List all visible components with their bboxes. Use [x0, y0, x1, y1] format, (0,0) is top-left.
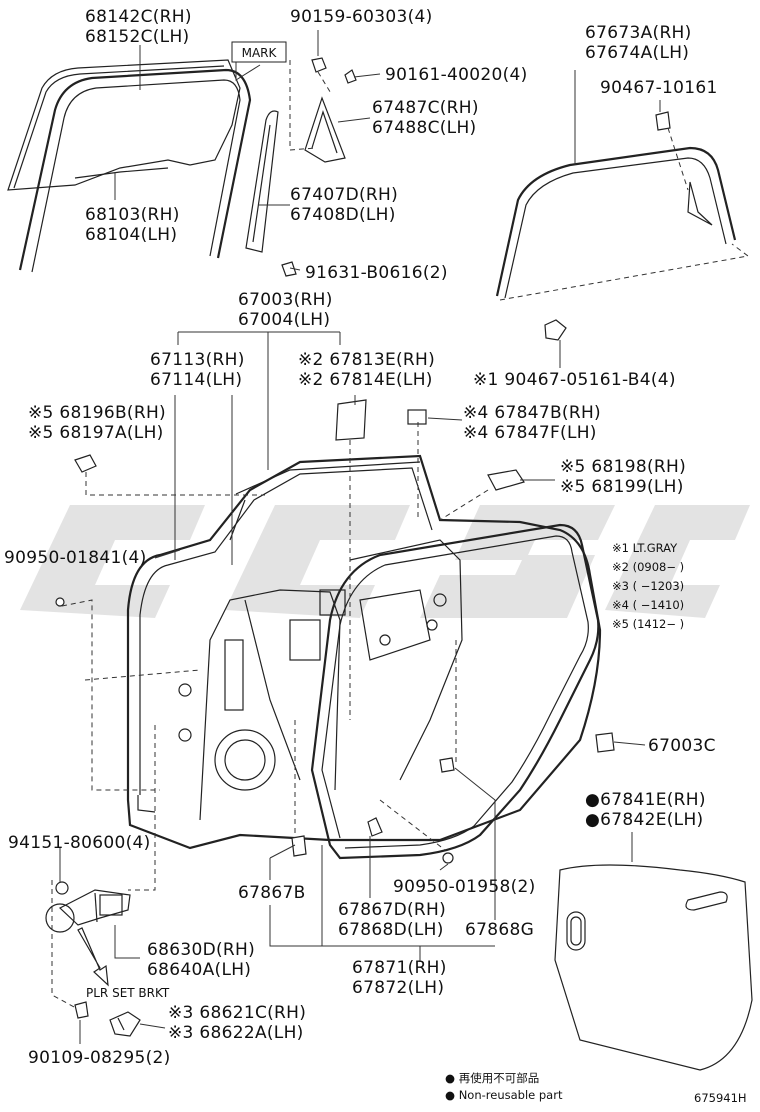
note-4: ※4 ( −1410)	[612, 598, 684, 612]
label-68640a: 68640A(LH)	[147, 960, 251, 980]
note-1: ※1 LT.GRAY	[612, 541, 678, 555]
label-90467-10161: 90467-10161	[600, 78, 718, 98]
mark-label: MARK	[242, 46, 278, 60]
label-67868g: 67868G	[465, 920, 534, 940]
rear-channel	[245, 110, 279, 253]
label-68199: ※5 68199(LH)	[560, 477, 684, 497]
label-67841e: ●67841E(RH)	[585, 790, 706, 810]
label-67003: 67003(RH)	[238, 290, 333, 310]
label-67872: 67872(LH)	[352, 978, 444, 998]
label-68198: ※5 68198(RH)	[560, 457, 686, 477]
reference-lines	[51, 60, 750, 1009]
label-67867b: 67867B	[238, 883, 306, 903]
label-68621c: ※3 68621C(RH)	[168, 1003, 306, 1023]
note-2: ※2 (0908− )	[612, 560, 684, 574]
label-67113: 67113(RH)	[150, 350, 245, 370]
label-67847f: ※4 67847F(LH)	[463, 423, 597, 443]
fasteners	[55, 57, 671, 1019]
label-plr-set-brkt: PLR SET BRKT	[86, 986, 170, 1000]
label-91631: 91631-B0616(2)	[305, 263, 448, 283]
label-67847b: ※4 67847B(RH)	[463, 403, 601, 423]
door-weatherstrip	[310, 523, 600, 860]
label-68142c: 68142C(RH)	[85, 7, 192, 27]
label-67407d: 67407D(RH)	[290, 185, 398, 205]
legend-line-2: ● Non-reusable part	[445, 1088, 563, 1102]
label-67842e: ●67842E(LH)	[585, 810, 703, 830]
label-67003c: 67003C	[648, 736, 716, 756]
label-67813e: ※2 67813E(RH)	[298, 350, 435, 370]
corner-piece	[304, 96, 346, 163]
label-90159: 90159-60303(4)	[290, 7, 433, 27]
label-90467-05161: ※1 90467-05161-B4(4)	[473, 370, 676, 390]
door-glass	[7, 59, 241, 191]
label-68197a: ※5 68197A(LH)	[28, 423, 164, 443]
glass-run-channel	[18, 68, 252, 273]
label-67871: 67871(RH)	[352, 958, 447, 978]
plr-set-arrow	[77, 927, 109, 987]
legend-line-1: ● 再使用不可部品	[445, 1071, 539, 1085]
label-67867d: 67867D(RH)	[338, 900, 446, 920]
label-94151: 94151-80600(4)	[8, 833, 151, 853]
silencer-pad	[554, 864, 753, 1071]
label-90109: 90109-08295(2)	[28, 1048, 171, 1068]
label-67488c: 67488C(LH)	[372, 118, 476, 138]
label-68152c: 68152C(LH)	[85, 27, 189, 47]
label-67673a: 67673A(RH)	[585, 23, 692, 43]
label-68630d: 68630D(RH)	[147, 940, 255, 960]
leader-lines	[59, 30, 661, 1044]
label-67487c: 67487C(RH)	[372, 98, 479, 118]
door-check	[45, 889, 131, 933]
note-3: ※3 ( −1203)	[612, 579, 684, 593]
label-67004: 67004(LH)	[238, 310, 330, 330]
upper-weatherstrip	[495, 146, 737, 299]
mark-box	[231, 41, 287, 63]
label-67674a: 67674A(LH)	[585, 43, 689, 63]
label-68103: 68103(RH)	[85, 205, 180, 225]
label-67814e: ※2 67814E(LH)	[298, 370, 433, 390]
figure-id: 675941H	[694, 1091, 747, 1105]
label-67408d: 67408D(LH)	[290, 205, 396, 225]
label-68196b: ※5 68196B(RH)	[28, 403, 166, 423]
label-68622a: ※3 68622A(LH)	[168, 1023, 304, 1043]
label-68104: 68104(LH)	[85, 225, 177, 245]
label-90161: 90161-40020(4)	[385, 65, 528, 85]
label-67868d: 67868D(LH)	[338, 920, 444, 940]
label-90950-01841: 90950-01841(4)	[4, 548, 147, 568]
striker-cover	[109, 1011, 141, 1037]
note-5: ※5 (1412− )	[612, 617, 684, 631]
label-90950-01958: 90950-01958(2)	[393, 877, 536, 897]
label-67114: 67114(LH)	[150, 370, 242, 390]
